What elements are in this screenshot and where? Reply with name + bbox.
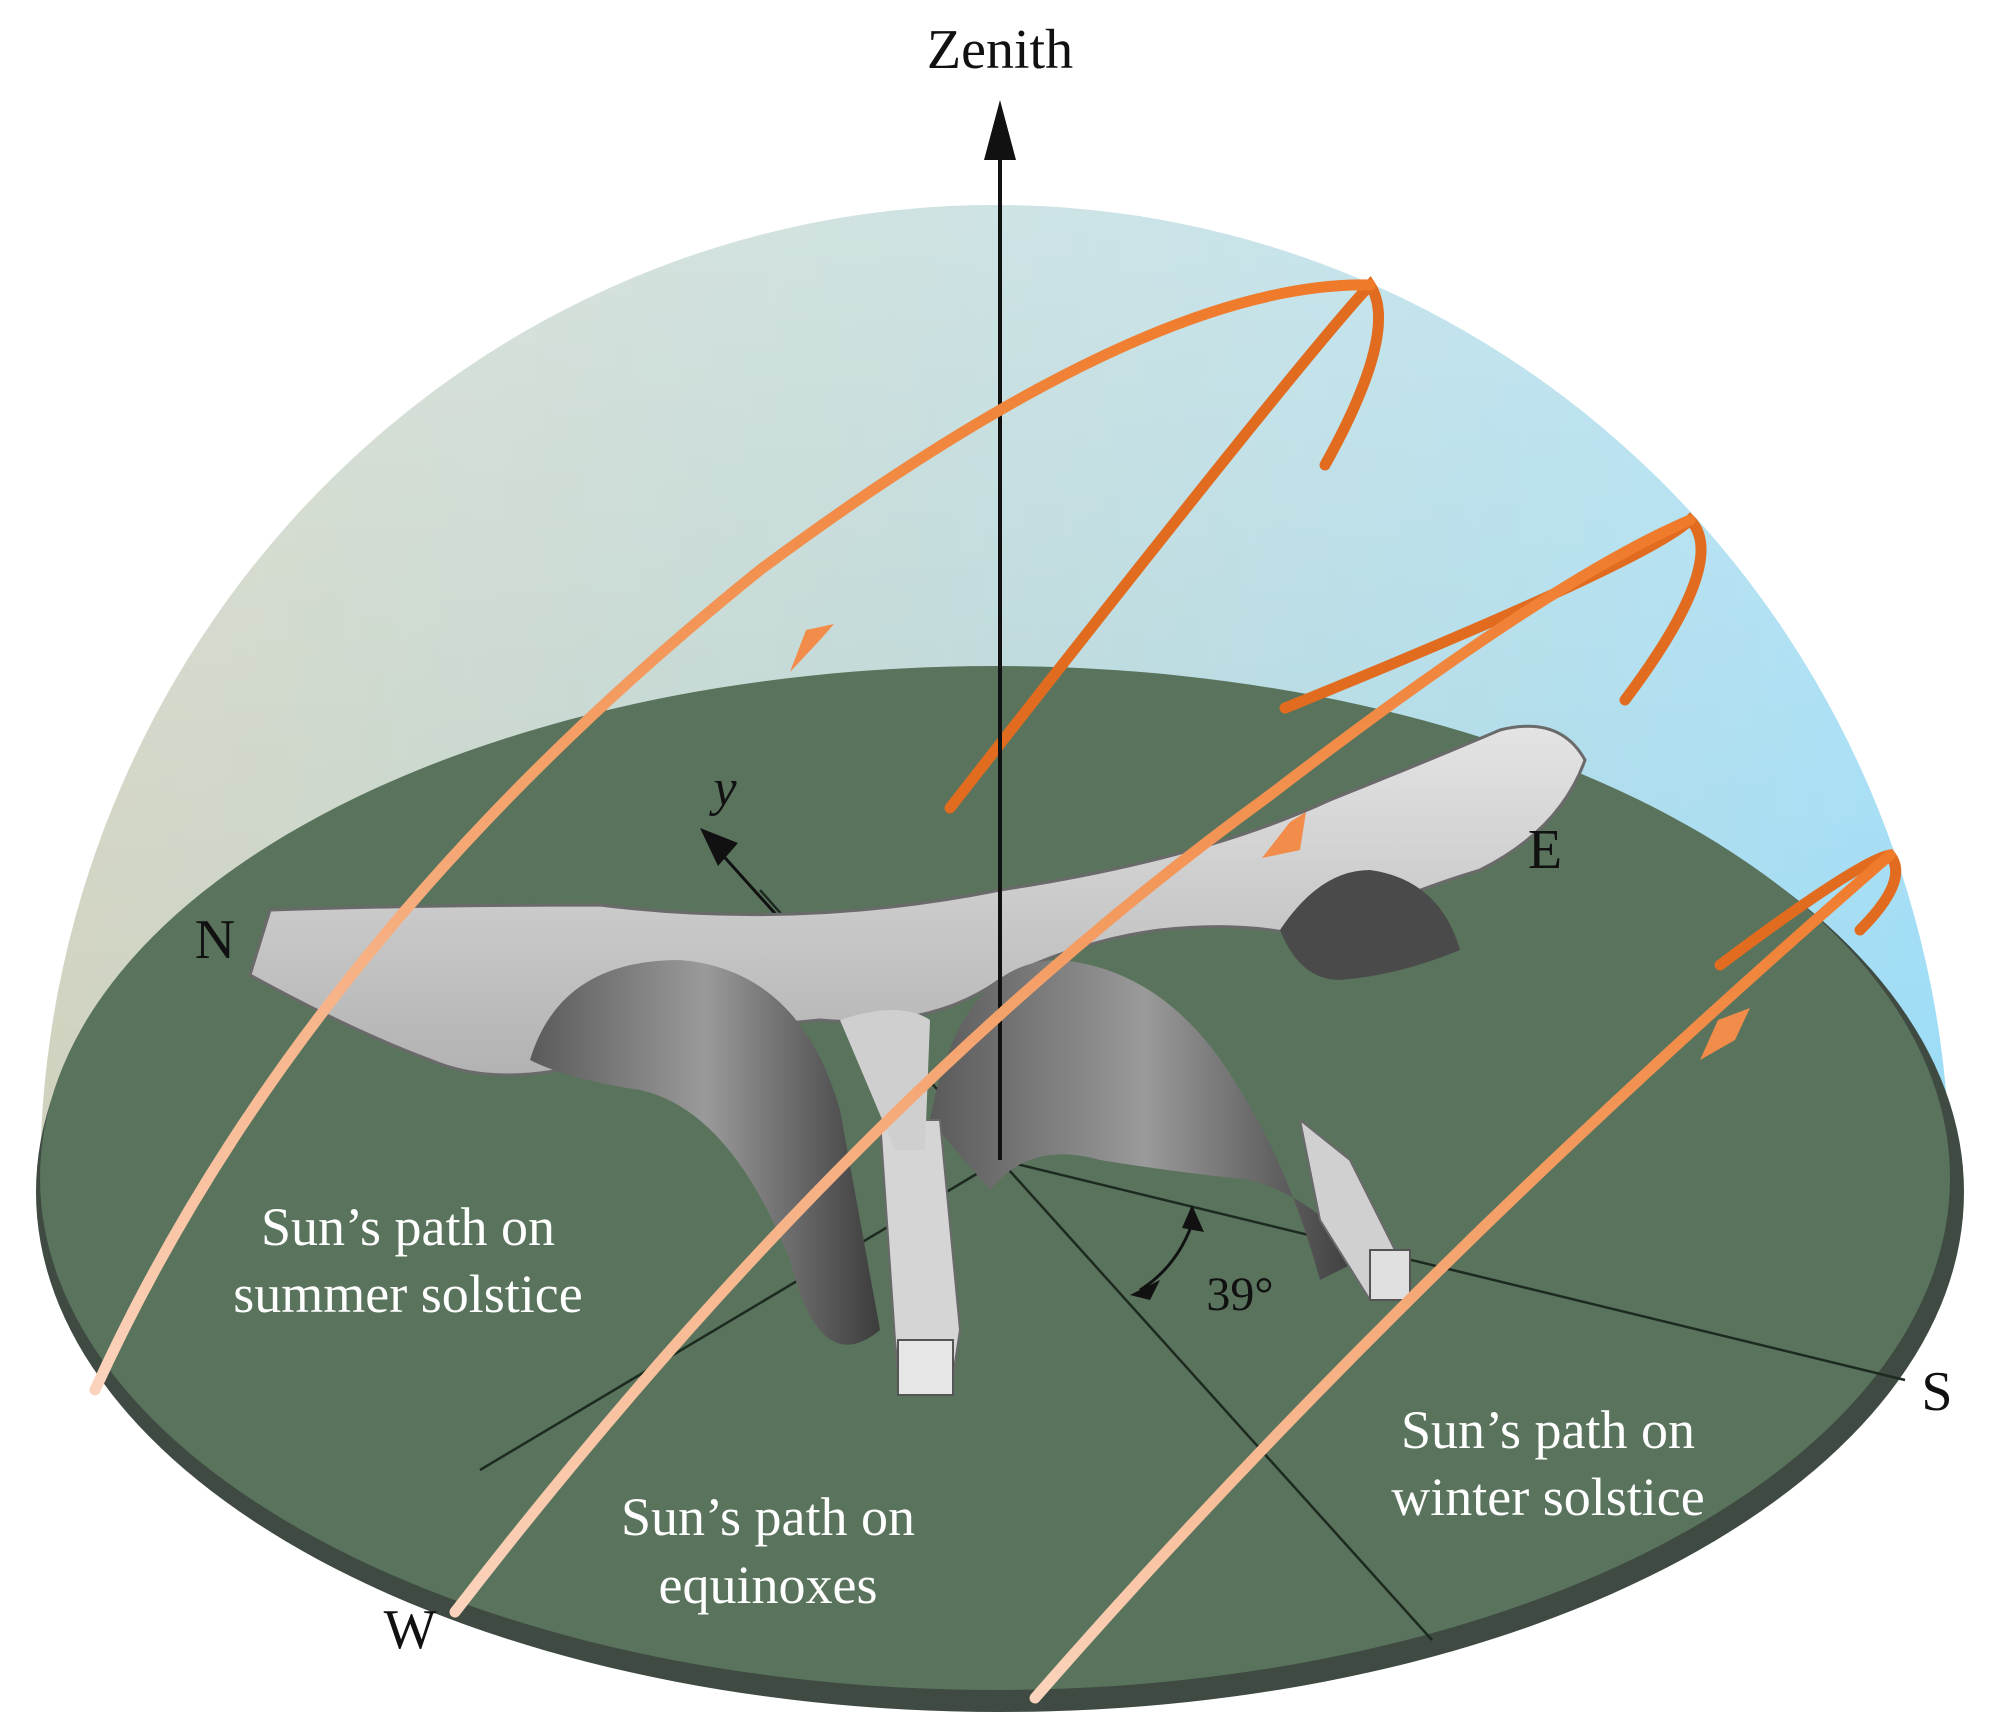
angle-arrow-lower (1130, 1280, 1160, 1300)
winter-solstice-path (1029, 849, 1896, 1704)
equinox-path-label-line2: equinoxes (659, 1555, 878, 1615)
equinox-path-arrow (1262, 812, 1306, 858)
leg-left-foot (897, 1339, 954, 1396)
south-label: S (1921, 1361, 1952, 1423)
summer-path-label-line1: Sun’s path on (261, 1197, 555, 1257)
y-axis-label: y (708, 760, 737, 817)
angle-label: 39° (1206, 1268, 1273, 1321)
summer-solstice-path (89, 279, 1376, 1396)
summer-path-arrow (790, 624, 834, 672)
arch-left (530, 960, 880, 1345)
zenith-axis (984, 100, 1016, 1160)
east-label: E (1528, 819, 1562, 881)
sun-paths-front (89, 279, 1896, 1704)
arch-east (1280, 870, 1460, 980)
north-label: N (195, 909, 235, 971)
winter-path-label-line2: winter solstice (1391, 1467, 1704, 1527)
concrete-shell-structure (248, 724, 1587, 1396)
west-label: W (384, 1599, 437, 1661)
equinox-path (449, 514, 1696, 1618)
summer-path-label-line2: summer solstice (233, 1264, 582, 1324)
central-pillar (840, 1010, 930, 1150)
leg-right-foot (1369, 1249, 1411, 1301)
arch-right (930, 960, 1360, 1280)
angle-arrow-upper (1182, 1205, 1204, 1232)
equinox-path-label-line1: Sun’s path on (621, 1487, 915, 1547)
winter-path-label-line1: Sun’s path on (1401, 1400, 1695, 1460)
zenith-label: Zenith (927, 19, 1073, 81)
winter-path-arrow (1700, 1008, 1750, 1060)
